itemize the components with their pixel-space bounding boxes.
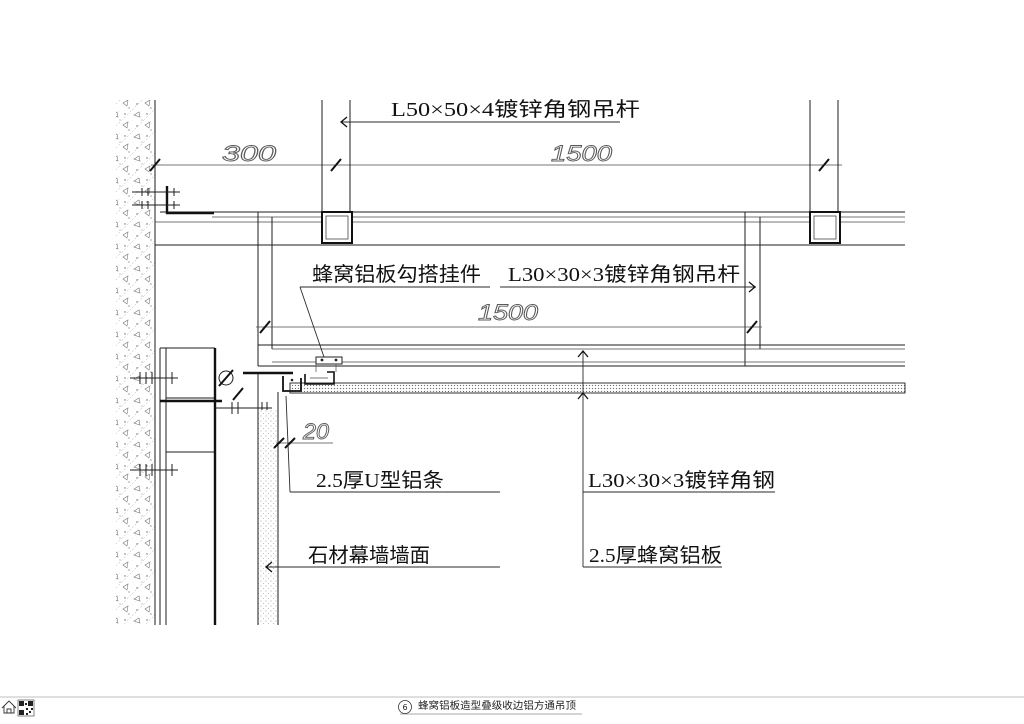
label-u-strip: 2.5厚U型铝条 (316, 469, 444, 492)
label-l30-hanger: L30×30×3镀锌角钢吊杆 (508, 263, 740, 286)
steel-support-frame (159, 347, 215, 625)
label-l50-hanger: L50×50×4镀锌角钢吊杆 (391, 98, 640, 121)
anchor-bolt-nuts-lower (139, 372, 173, 476)
main-carrier-channel (155, 211, 905, 246)
concrete-wall-hatch (116, 100, 155, 625)
label-honeycomb-panel: 2.5厚蜂窝铝板 (589, 544, 722, 567)
panel-hook-clip-plate (315, 356, 343, 365)
arrow-l30-hanger (748, 281, 757, 293)
panel-hook-rivet-2 (334, 358, 338, 362)
leader-u-strip (285, 395, 500, 493)
u-strip-rivet (290, 378, 294, 382)
gap-dimension-ticks (273, 437, 296, 449)
l30-angle-runner-inner (272, 348, 905, 363)
arrows-vertical-shared (577, 349, 589, 400)
arrow-l50-hanger (339, 116, 348, 128)
l30-angle-runner (258, 344, 905, 367)
detail-number: 6 (402, 703, 407, 712)
dimension-1500-top: 1500 (551, 141, 613, 166)
stone-curtain-wall-edges (257, 392, 279, 625)
square-tube-left-inner (325, 215, 349, 240)
square-tube-right-inner (813, 215, 837, 240)
top-dimension-ticks (149, 158, 830, 172)
leader-panel-hook (299, 286, 490, 358)
panel-hook-rivet-1 (320, 358, 324, 362)
panel-hook-hanger (304, 371, 335, 385)
label-l30-angle: L30×30×3镀锌角钢 (588, 469, 775, 492)
panel-hook-inner (310, 364, 337, 379)
bracket-anchor-nuts (141, 188, 175, 209)
square-tube-left (321, 211, 353, 244)
drawing-title: 蜂窝铝板造型叠级收边铝方通吊顶 (418, 699, 576, 712)
l50-hanger-right (809, 100, 839, 212)
bolt-end-circle (218, 370, 234, 386)
bracket-anchor-bolts (132, 191, 180, 206)
l50-hanger-left (321, 100, 351, 212)
u-aluminum-strip (282, 376, 302, 392)
label-panel-hook: 蜂窝铝板勾搭挂件 (312, 263, 481, 286)
dimension-20: 20 (302, 419, 330, 444)
detail-number-circle (398, 700, 412, 714)
arrow-stone-wall (264, 561, 273, 573)
wall-angle-bracket-top (165, 186, 214, 215)
dimension-300: 300 (222, 141, 277, 166)
qr-code-modules (19, 701, 33, 715)
company-logo-icon (1, 700, 17, 714)
anchor-bolts-lower (130, 377, 178, 471)
bolt-end-slash (218, 369, 244, 401)
honeycomb-aluminum-panel (289, 382, 906, 394)
dimension-1500-lower: 1500 (478, 300, 539, 325)
label-stone-wall: 石材幕墙墙面 (308, 544, 430, 567)
square-tube-right (809, 211, 841, 244)
sub-hanger-dimension-ticks (259, 320, 758, 334)
stone-curtain-wall (258, 410, 278, 625)
connection-bolt-nuts (231, 402, 268, 414)
steel-support-frame-thick (160, 348, 222, 625)
